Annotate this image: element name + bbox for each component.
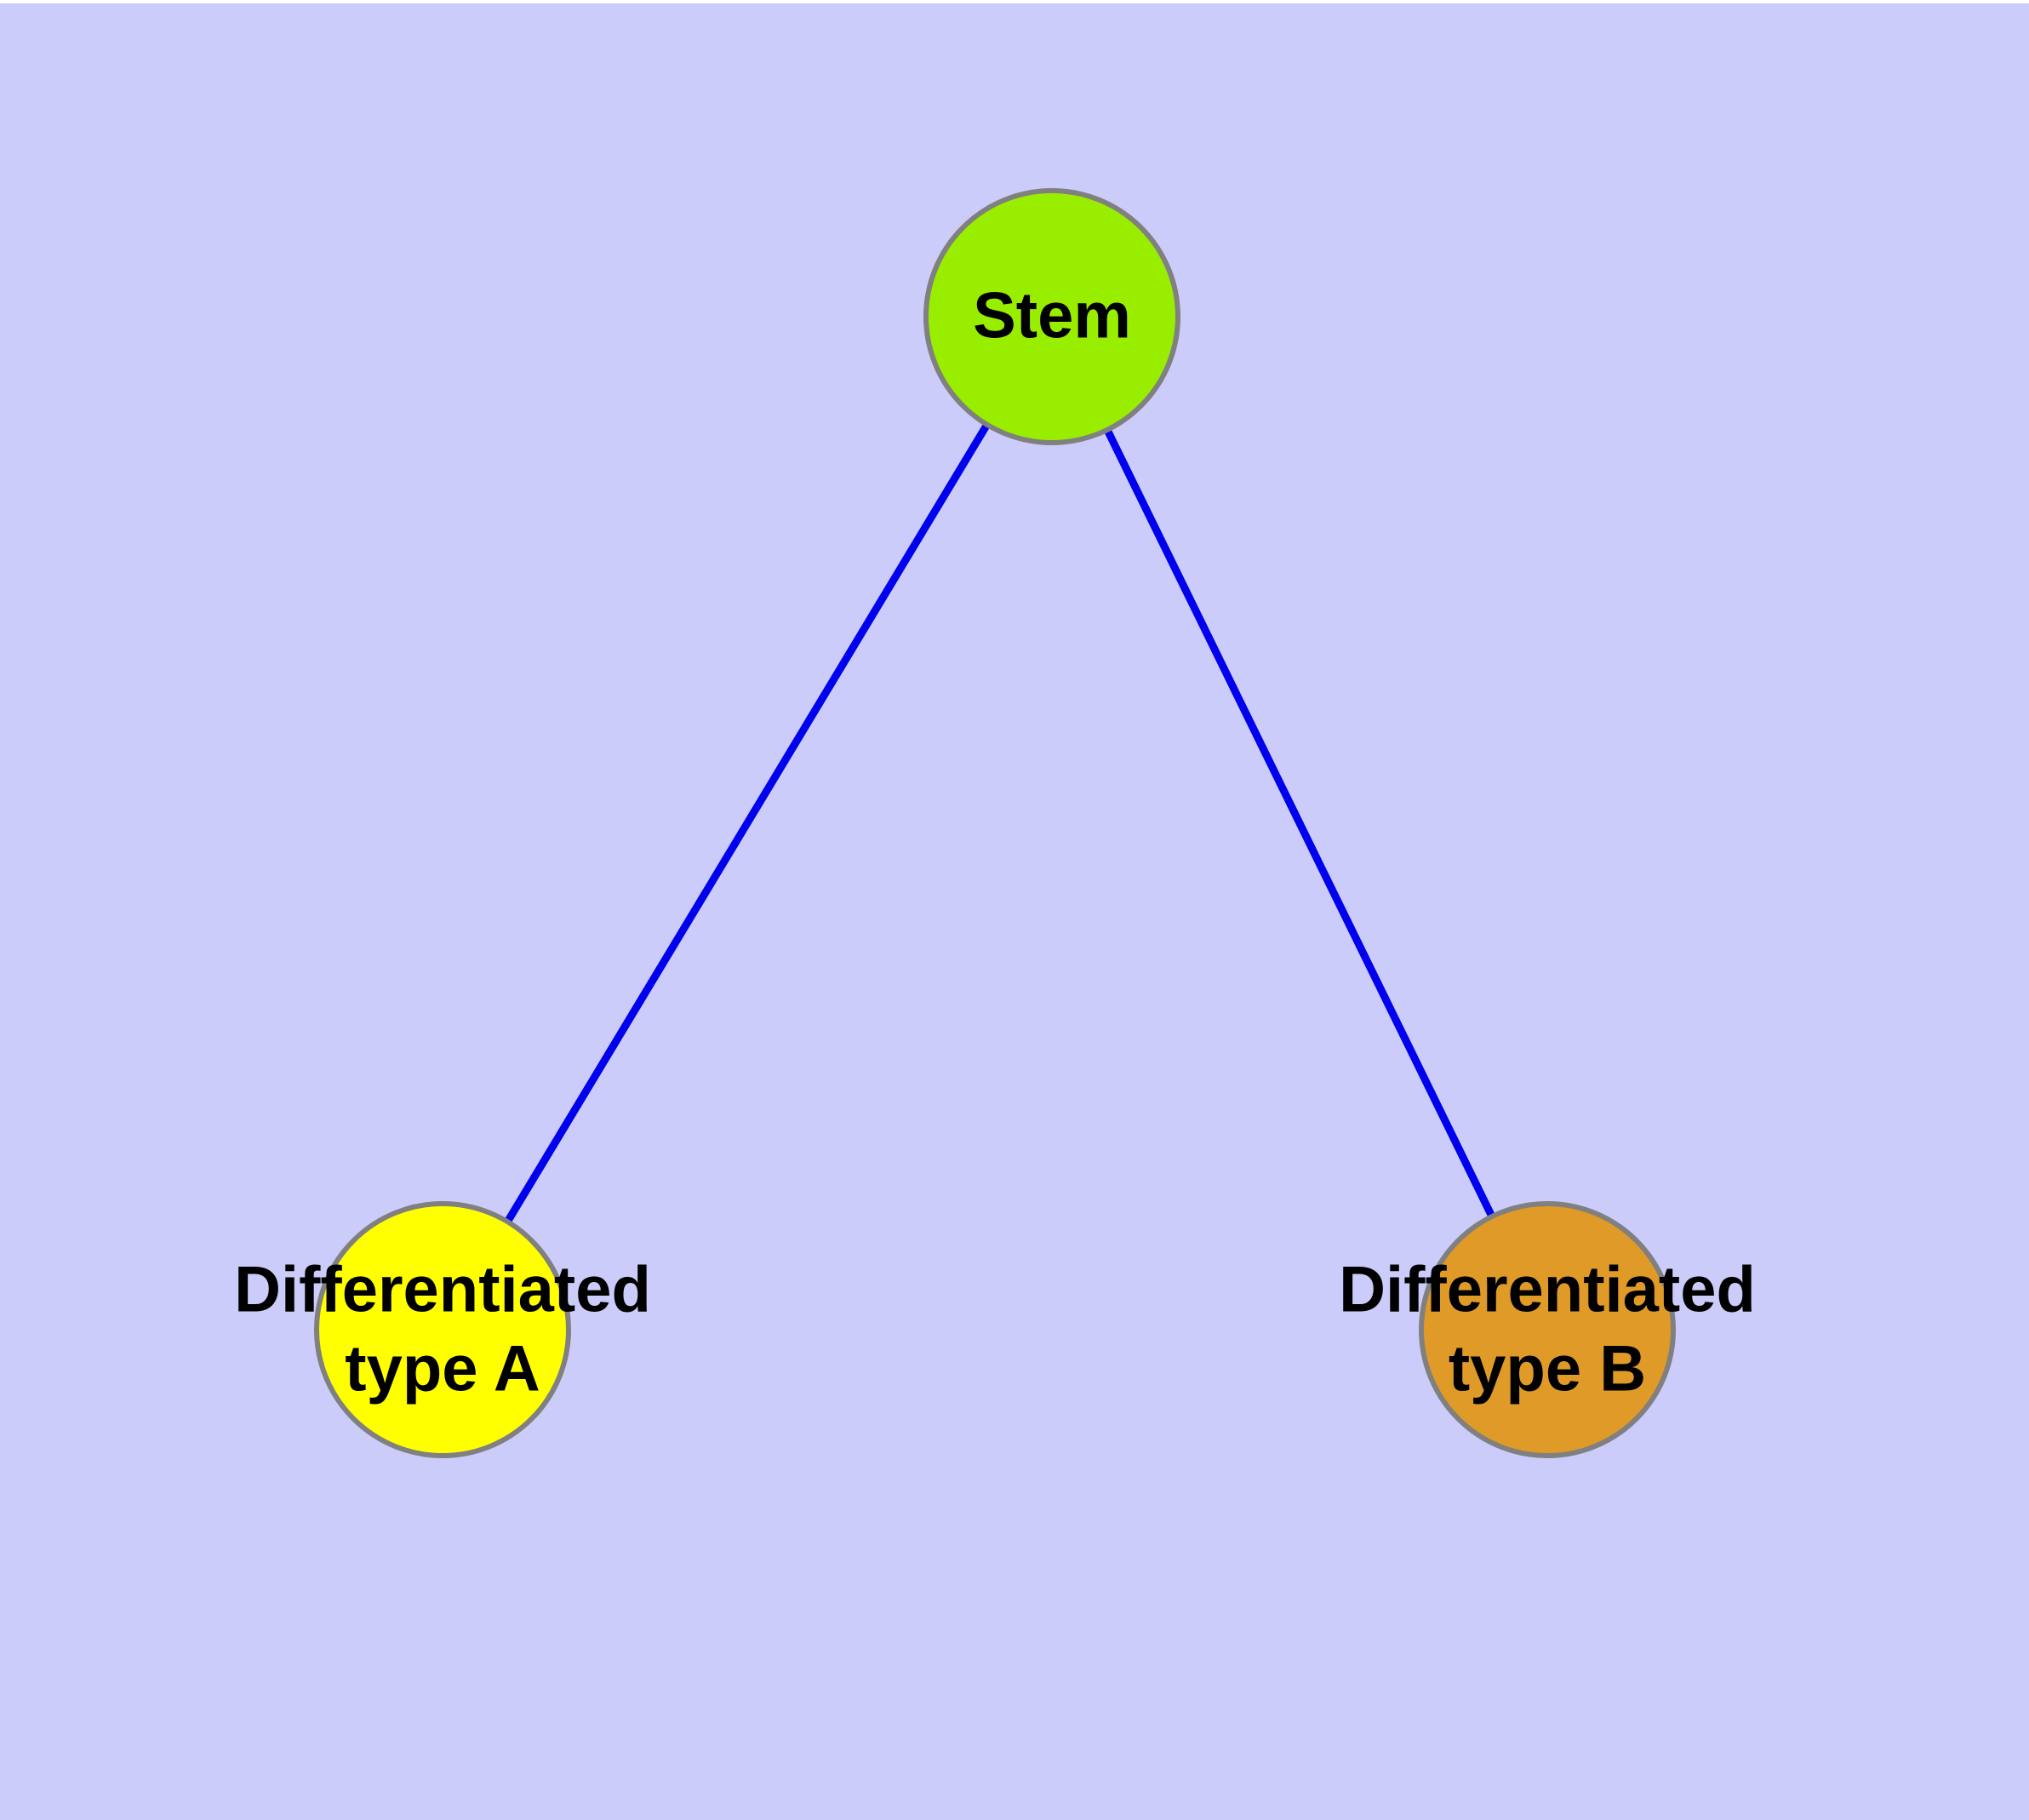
node-differentiated-type-b[interactable] — [1419, 1201, 1676, 1458]
edge-stem-diff-b — [1103, 427, 1496, 1219]
node-differentiated-type-a[interactable] — [314, 1201, 571, 1458]
node-stem[interactable] — [923, 188, 1180, 445]
edge-stem-diff-a — [504, 422, 991, 1224]
node-layer — [314, 188, 1676, 1458]
edge-layer — [504, 422, 1496, 1224]
canvas-top-border — [0, 0, 2029, 3]
